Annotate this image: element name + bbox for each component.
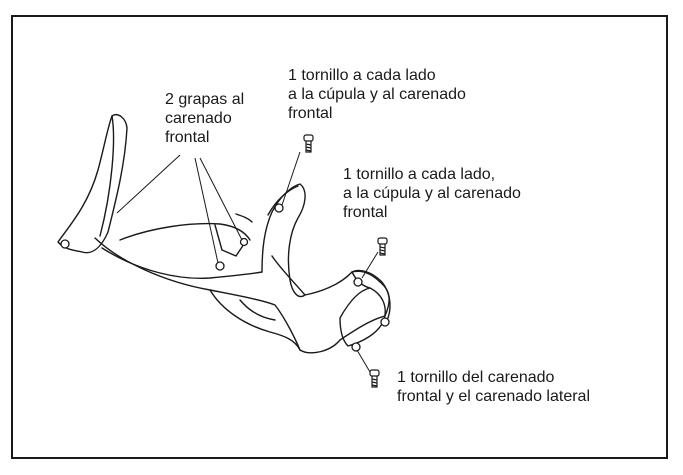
callout-line: frontal bbox=[288, 105, 333, 122]
callout-grapas: 2 grapas al carenado frontal bbox=[165, 90, 244, 147]
screw-icon bbox=[377, 237, 388, 256]
callout-line: a la cúpula y al carenado bbox=[288, 86, 466, 103]
callout-tornillo-superior: 1 tornillo a cada lado a la cúpula y al … bbox=[288, 66, 466, 123]
callout-tornillo-lateral: 1 tornillo a cada lado, a la cúpula y al… bbox=[343, 165, 521, 222]
callout-line: 1 tornillo del carenado bbox=[397, 369, 555, 386]
leader-upper bbox=[281, 151, 301, 206]
callout-line: 1 tornillo a cada lado, bbox=[343, 166, 496, 183]
callout-line: 2 grapas al bbox=[165, 91, 245, 108]
fairing-left-arm bbox=[57, 114, 128, 254]
callout-line: frontal bbox=[343, 204, 388, 221]
fairing-right-arm bbox=[261, 183, 306, 298]
hole-side bbox=[353, 277, 363, 287]
lower-mount bbox=[339, 287, 386, 347]
leader-grapas-2 bbox=[194, 157, 219, 264]
hole-upper bbox=[274, 203, 284, 213]
callout-tornillo-carenado: 1 tornillo del carenado frontal y el car… bbox=[397, 368, 590, 406]
leader-grapas-3 bbox=[199, 157, 243, 241]
screw-icon bbox=[303, 134, 314, 153]
hole-left bbox=[60, 239, 70, 249]
leader-grapas-1 bbox=[116, 154, 181, 214]
hole-clip-1 bbox=[215, 261, 225, 271]
callout-line: carenado bbox=[165, 110, 232, 127]
leader-side bbox=[361, 251, 379, 279]
callout-line: a la cúpula y al carenado bbox=[343, 185, 521, 202]
callout-line: frontal bbox=[165, 129, 210, 146]
hole-lower-1 bbox=[380, 317, 390, 327]
hole-lower-2 bbox=[351, 342, 361, 352]
callout-line: 1 tornillo a cada lado bbox=[288, 67, 436, 84]
screw-icon bbox=[369, 369, 380, 388]
fairing-body bbox=[94, 237, 390, 354]
leader-lower bbox=[356, 349, 371, 373]
callout-line: frontal y el carenado lateral bbox=[397, 388, 590, 405]
hole-clip-2 bbox=[239, 237, 249, 247]
diagram-frame bbox=[11, 15, 668, 459]
